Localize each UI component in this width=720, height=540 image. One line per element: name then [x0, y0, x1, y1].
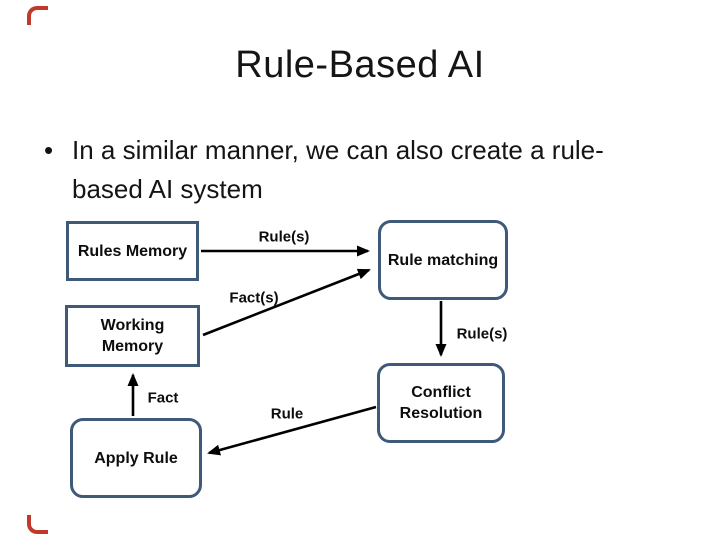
box-rules-memory-label: Rules Memory: [77, 242, 188, 260]
edge-label-rule: Rule: [270, 405, 304, 423]
box-apply-rule-label: Apply Rule: [94, 449, 178, 467]
bullet-line-1: In a similar manner, we can also create …: [72, 135, 604, 165]
edge-label-facts: Fact(s): [229, 289, 279, 307]
bullet-glyph: •: [44, 135, 54, 165]
box-conflict-resolution: Conflict Resolution: [377, 363, 505, 443]
bullet-line-2: based AI system: [72, 174, 263, 204]
box-rules-memory: Rules Memory: [66, 221, 199, 281]
box-working-memory: Working Memory: [65, 305, 200, 367]
box-rule-matching: Rule matching: [378, 220, 508, 300]
slide-title: Rule-Based AI: [235, 44, 485, 86]
edge-label-rules-2: Rule(s): [456, 325, 508, 343]
box-apply-rule: Apply Rule: [70, 418, 202, 498]
box-working-memory-label: Working Memory: [100, 317, 165, 355]
bullet-text: In a similar manner, we can also create …: [72, 131, 604, 209]
red-corner-top-left-icon: [27, 6, 48, 25]
bullet-item: • In a similar manner, we can also creat…: [44, 131, 694, 209]
box-rule-matching-label: Rule matching: [387, 251, 499, 269]
box-conflict-resolution-label: Conflict Resolution: [399, 384, 483, 422]
edge-label-rules: Rule(s): [258, 228, 310, 246]
arrow-working-memory-to-rule-matching: [202, 268, 371, 337]
edge-label-fact: Fact: [147, 389, 179, 407]
red-corner-bottom-left-icon: [27, 515, 48, 534]
